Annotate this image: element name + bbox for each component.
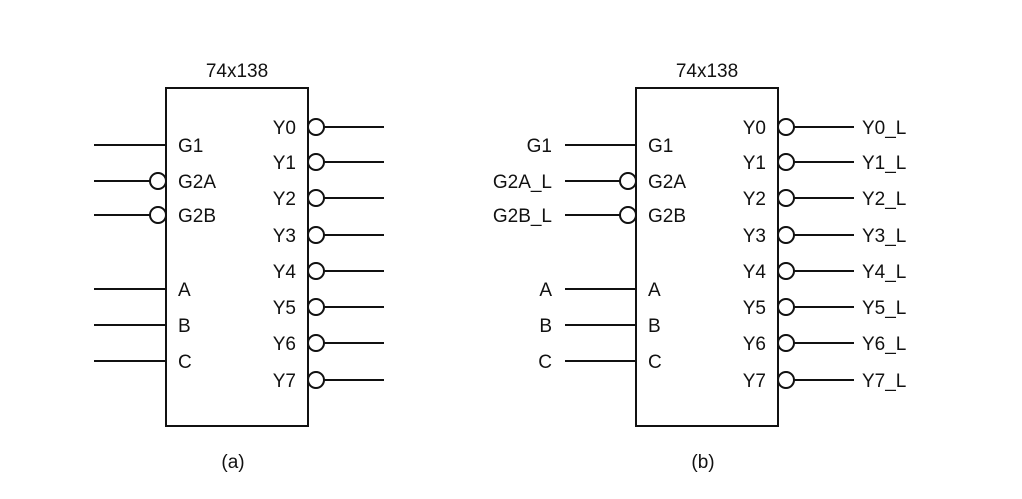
diagram-b-inversion-bubble-y3 (777, 226, 795, 244)
diagram-b-inversion-bubble-y6 (777, 334, 795, 352)
diagram-b-inversion-bubble-y2 (777, 189, 795, 207)
diagram-a-pin-label-y0: Y0 (273, 118, 296, 139)
diagram-a-inversion-bubble-g2a (149, 172, 167, 190)
diagram-b-pin-label-c: C (648, 352, 662, 373)
diagram-a-pin-label-a: A (178, 280, 191, 301)
diagram-b-pin-label-y1: Y1 (743, 153, 766, 174)
diagram-b-signal-label-y2: Y2_L (862, 189, 906, 210)
diagram-b-signal-label-c: C (538, 352, 552, 373)
diagram-b-pin-label-g1: G1 (648, 136, 673, 157)
diagram-a-pin-label-b: B (178, 316, 191, 337)
diagram-b-chip-body (635, 87, 779, 427)
diagram-b-pin-label-y3: Y3 (743, 226, 766, 247)
diagram-b-title: 74x138 (676, 61, 738, 82)
diagram-a-pin-label-y3: Y3 (273, 226, 296, 247)
diagram-a-inversion-bubble-y3 (307, 226, 325, 244)
diagram-b-signal-label-g1: G1 (527, 136, 552, 157)
diagram-a-inversion-bubble-y0 (307, 118, 325, 136)
diagram-a-inversion-bubble-y7 (307, 371, 325, 389)
diagram-b-pin-label-y7: Y7 (743, 371, 766, 392)
diagram-b-signal-label-y3: Y3_L (862, 226, 906, 247)
diagram-b-pin-label-a: A (648, 280, 661, 301)
diagram-b-inversion-bubble-g2a (619, 172, 637, 190)
diagram-b-signal-label-b: B (539, 316, 552, 337)
diagram-b-signal-label-y4: Y4_L (862, 262, 906, 283)
diagram-a-pin-label-y6: Y6 (273, 334, 296, 355)
diagram-b-inversion-bubble-y7 (777, 371, 795, 389)
diagram-a-chip-body (165, 87, 309, 427)
diagram-a-pin-label-g2b: G2B (178, 206, 216, 227)
diagram-b-signal-label-y7: Y7_L (862, 371, 906, 392)
diagram-a-pin-label-y7: Y7 (273, 371, 296, 392)
diagram-b-pin-label-y6: Y6 (743, 334, 766, 355)
diagram-a-inversion-bubble-y6 (307, 334, 325, 352)
diagram-a-title: 74x138 (206, 61, 268, 82)
diagram-b-signal-label-g2b: G2B_L (493, 206, 552, 227)
diagram-b-inversion-bubble-y0 (777, 118, 795, 136)
diagram-b-inversion-bubble-g2b (619, 206, 637, 224)
diagram-b-caption: (b) (691, 452, 714, 473)
diagram-b-signal-label-g2a: G2A_L (493, 172, 552, 193)
diagram-b-pin-label-b: B (648, 316, 661, 337)
diagram-b-inversion-bubble-y4 (777, 262, 795, 280)
diagram-a-pin-label-y5: Y5 (273, 298, 296, 319)
diagram-b-signal-label-a: A (539, 280, 552, 301)
diagram-b-signal-label-y6: Y6_L (862, 334, 906, 355)
diagram-a-pin-label-g1: G1 (178, 136, 203, 157)
diagram-b-inversion-bubble-y1 (777, 153, 795, 171)
diagram-a-pin-label-g2a: G2A (178, 172, 216, 193)
diagram-b-signal-label-y1: Y1_L (862, 153, 906, 174)
diagram-a-pin-label-y1: Y1 (273, 153, 296, 174)
diagram-b-pin-label-y4: Y4 (743, 262, 767, 283)
diagram-a-inversion-bubble-g2b (149, 206, 167, 224)
diagram-a-caption: (a) (221, 452, 244, 473)
diagram-b-pin-label-y0: Y0 (743, 118, 766, 139)
diagram-b-signal-label-y5: Y5_L (862, 298, 906, 319)
diagram-a-inversion-bubble-y5 (307, 298, 325, 316)
diagram-a-inversion-bubble-y1 (307, 153, 325, 171)
diagram-b-pin-label-y2: Y2 (743, 189, 766, 210)
diagram-b-pin-label-g2b: G2B (648, 206, 686, 227)
diagram-a-inversion-bubble-y4 (307, 262, 325, 280)
diagram-b-inversion-bubble-y5 (777, 298, 795, 316)
diagram-b-signal-label-y0: Y0_L (862, 118, 906, 139)
diagram-a-pin-label-y2: Y2 (273, 189, 296, 210)
diagram-a-pin-label-c: C (178, 352, 192, 373)
diagram-a-inversion-bubble-y2 (307, 189, 325, 207)
diagram-b-pin-label-y5: Y5 (743, 298, 766, 319)
diagram-a-pin-label-y4: Y4 (273, 262, 297, 283)
diagram-b-pin-label-g2a: G2A (648, 172, 686, 193)
